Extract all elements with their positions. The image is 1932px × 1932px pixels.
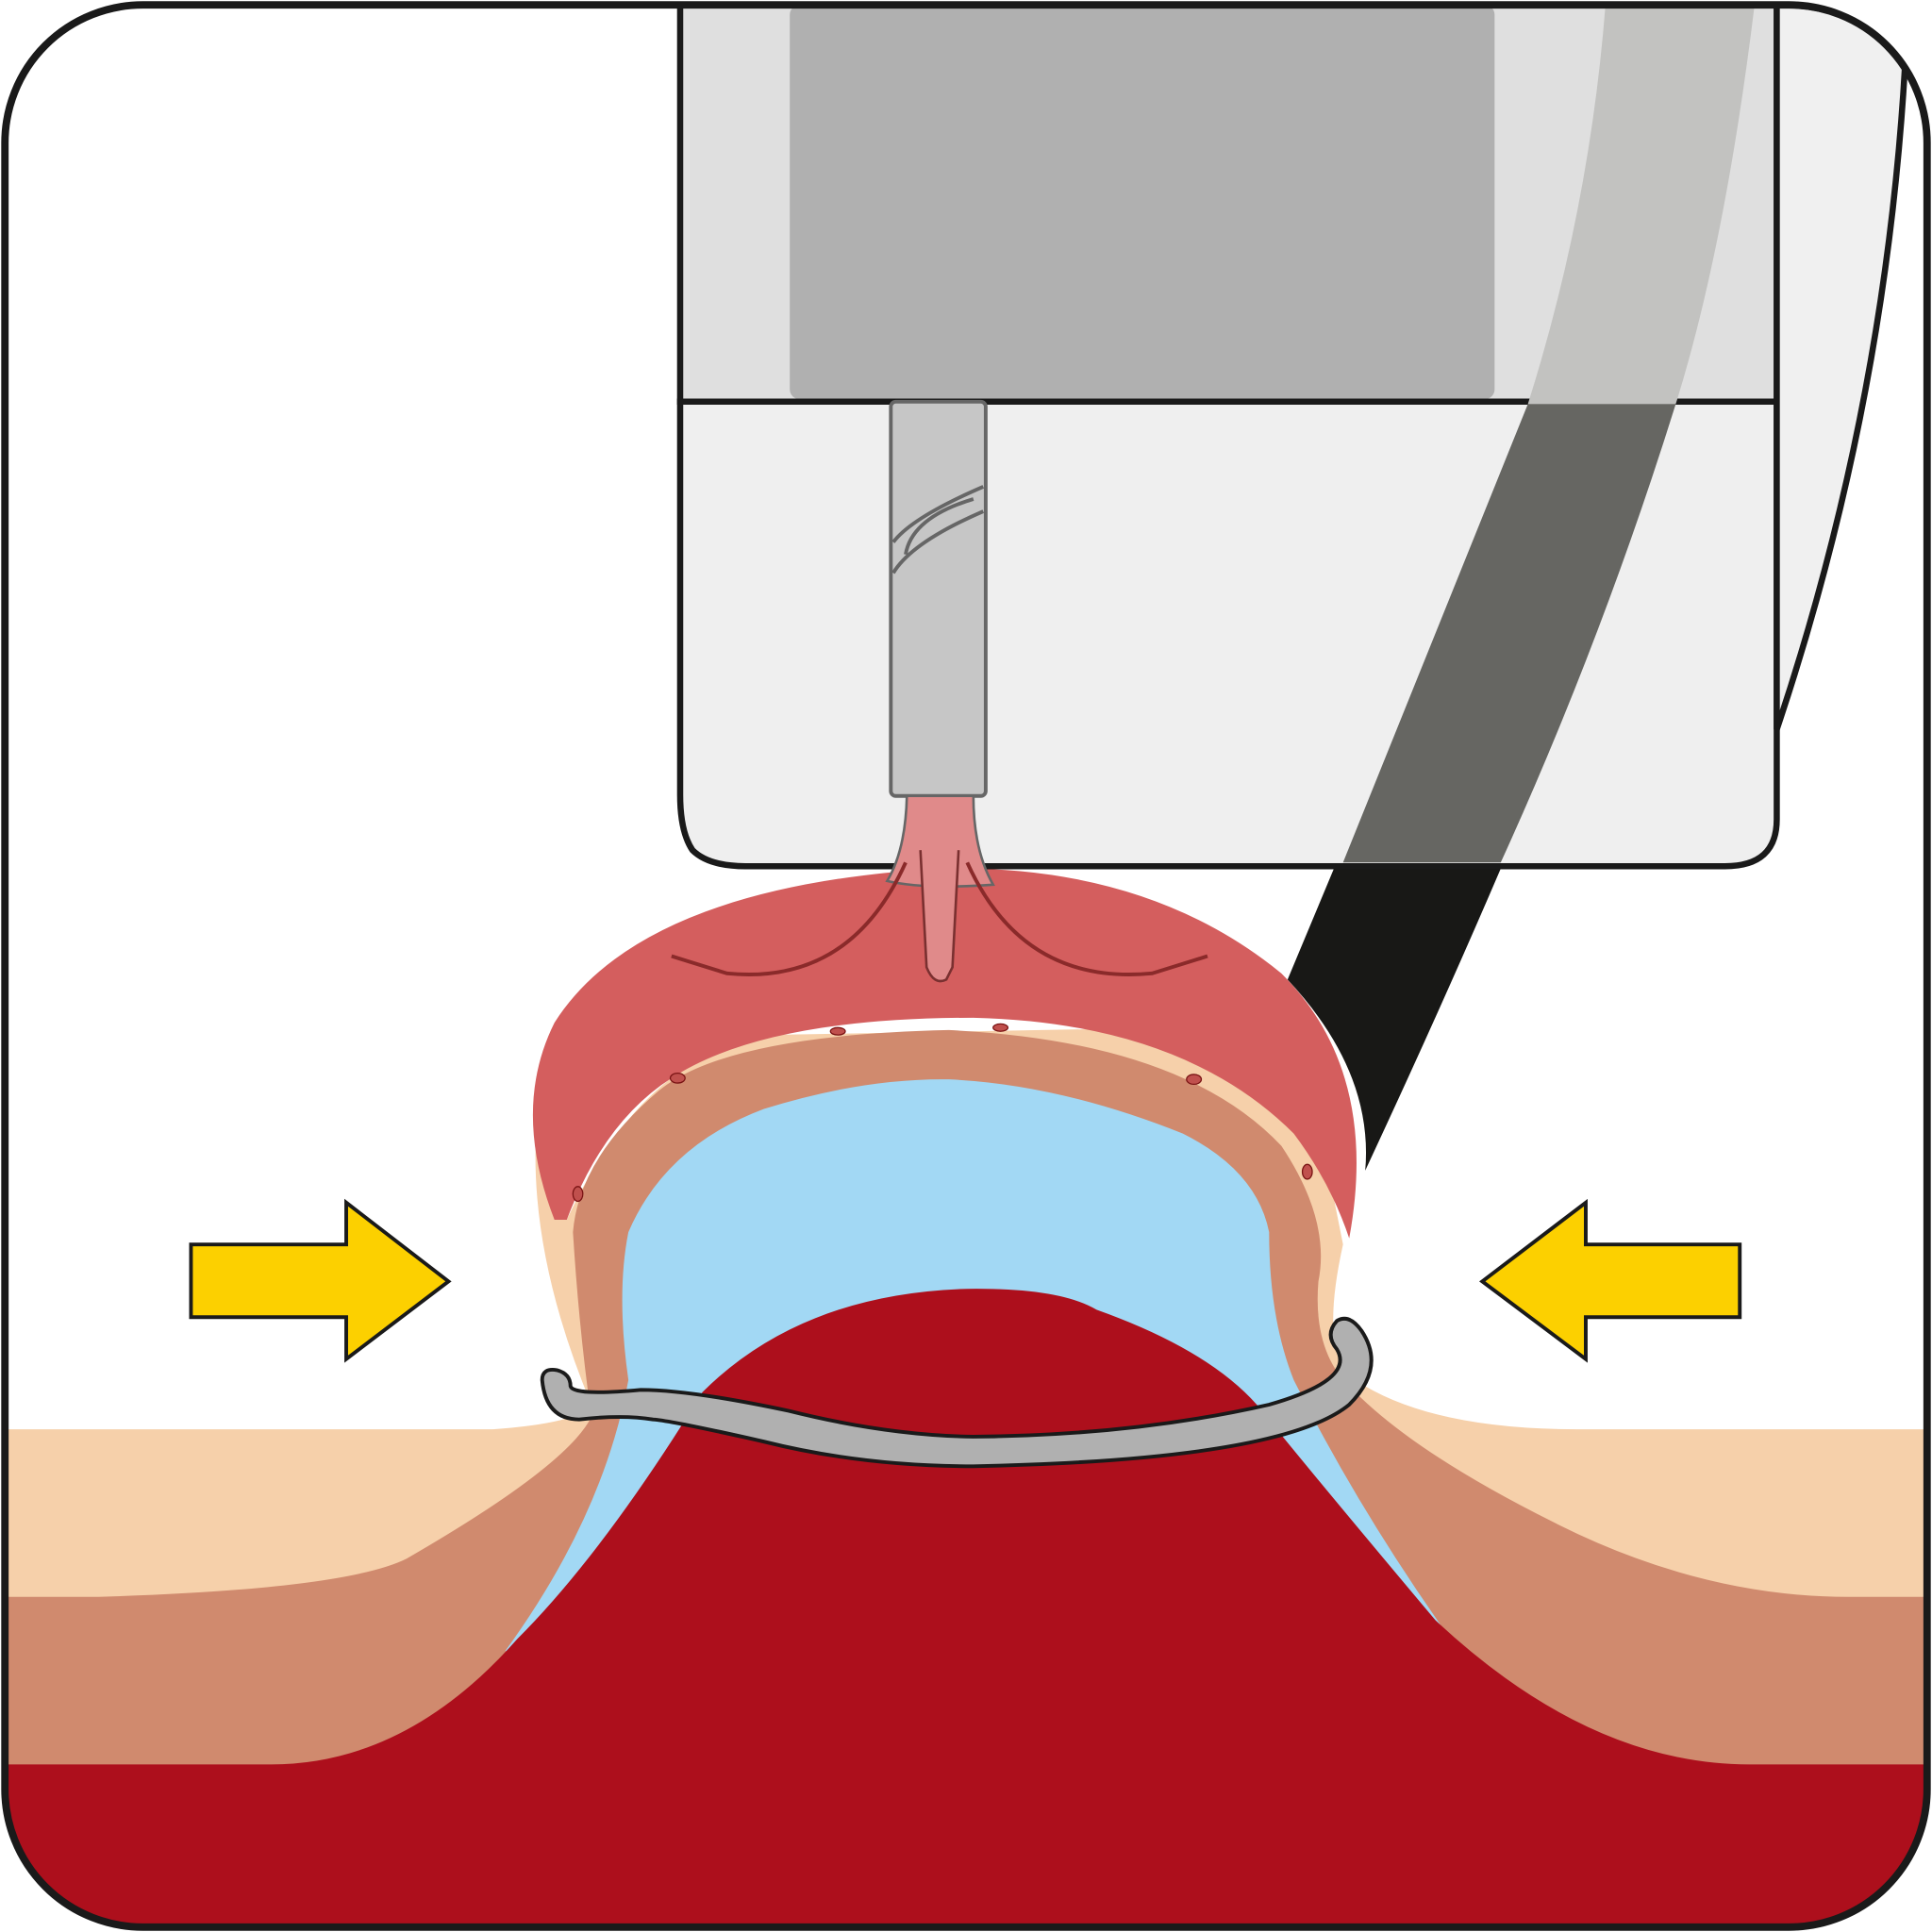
needle-spiral <box>891 485 985 575</box>
strap-upper <box>1527 5 1755 405</box>
needle-shaft <box>889 399 988 798</box>
suture-left <box>671 861 908 976</box>
muscle-layer <box>5 1289 1927 1927</box>
mucosa-fold <box>532 868 1357 1239</box>
device-inner-panel <box>790 5 1495 400</box>
suture-right <box>965 861 1208 976</box>
strap-over-device <box>1342 404 1676 863</box>
compression-ring[interactable] <box>540 1316 1374 1469</box>
needle-center-prong <box>919 850 960 983</box>
arrow-left-icon <box>1479 1198 1742 1363</box>
vessel-dots <box>572 1023 1313 1203</box>
arrow-right-icon <box>189 1198 452 1363</box>
